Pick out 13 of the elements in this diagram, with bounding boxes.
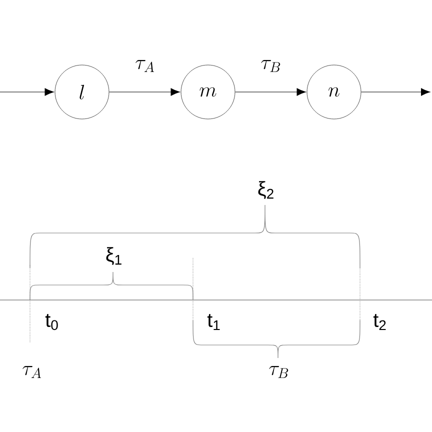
duration-label: $\tau_A$ xyxy=(22,366,41,378)
duration-label: $\tau_B$ xyxy=(269,366,288,378)
time-label: t$_{1}$ xyxy=(207,314,220,330)
arrow xyxy=(234,88,306,96)
time-label: t$_{0}$ xyxy=(45,314,58,330)
edge-label: $\tau_A$ xyxy=(136,60,154,72)
brace-label: ξ$_{1}$ xyxy=(106,247,122,265)
time-label: t$_{2}$ xyxy=(373,314,386,330)
arrow xyxy=(108,88,180,96)
brace-label: ξ$_{2}$ xyxy=(258,181,274,199)
arrow xyxy=(360,88,430,96)
arrow xyxy=(0,88,54,96)
edge-label: $\tau_B$ xyxy=(261,60,280,72)
